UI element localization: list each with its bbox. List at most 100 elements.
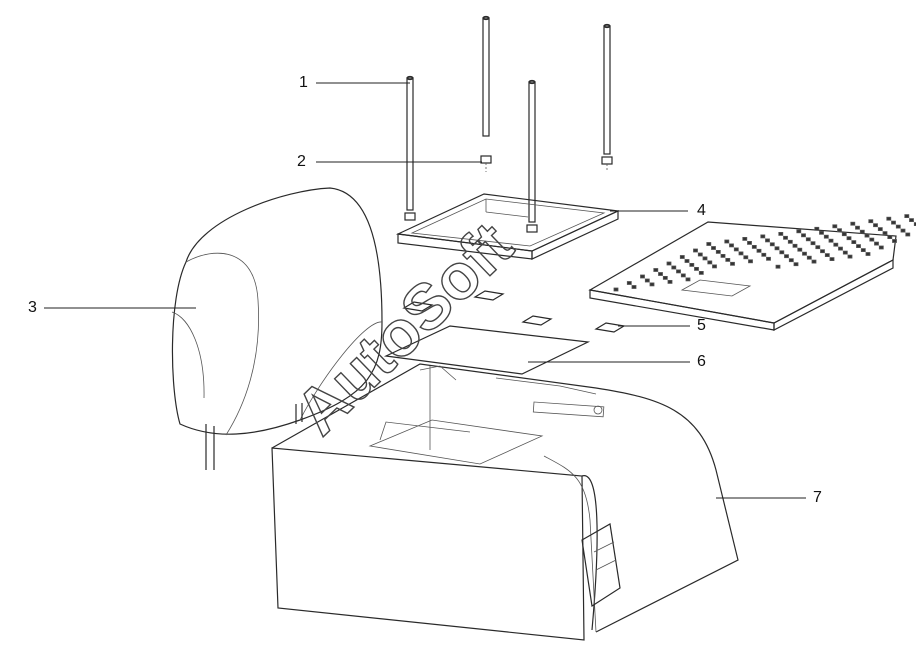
rod — [406, 77, 414, 211]
mat-hole — [810, 241, 816, 246]
mat-hole — [841, 232, 847, 237]
mat-hole — [829, 257, 835, 262]
mat-hole — [751, 244, 757, 249]
mat-hole — [742, 236, 748, 241]
rod — [528, 81, 536, 223]
callout-number-3: 3 — [28, 299, 37, 316]
bushing — [480, 155, 492, 164]
callout-number-7: 7 — [813, 489, 822, 506]
pad — [402, 301, 434, 312]
mat-hole — [680, 273, 686, 278]
mat-hole — [833, 242, 839, 247]
mat-hole — [904, 214, 910, 219]
mat-hole — [856, 244, 861, 249]
mat-hole — [626, 281, 632, 285]
mat-hole — [662, 275, 668, 280]
mat-hole — [694, 266, 699, 271]
mat-hole — [715, 249, 721, 254]
mat-hole — [711, 246, 716, 250]
mat-hole — [788, 258, 794, 263]
mat-hole — [851, 240, 857, 245]
mat-hole — [631, 285, 637, 289]
mat-hole — [873, 223, 878, 228]
mat-hole — [801, 233, 806, 238]
mat-hole — [644, 278, 650, 283]
perforated-mat — [588, 214, 916, 331]
mat-hole — [743, 255, 749, 260]
mat-hole — [796, 229, 802, 234]
mat-hole — [868, 219, 874, 224]
mat-hole — [720, 253, 726, 258]
mat-hole — [666, 261, 672, 266]
mat-hole — [747, 240, 752, 245]
mat-hole — [811, 259, 817, 264]
mat-hole — [887, 235, 893, 240]
mat-hole — [909, 218, 914, 223]
bushing — [526, 224, 538, 233]
mat-hole — [748, 259, 753, 264]
mat-hole — [837, 228, 842, 233]
mat-hole — [667, 279, 673, 284]
mat-hole — [761, 252, 767, 257]
mat-hole — [793, 262, 799, 267]
armrest-box — [271, 363, 739, 641]
mat-hole — [819, 230, 824, 235]
mat-hole — [900, 228, 906, 233]
mat-hole — [874, 241, 879, 246]
mat-hole — [697, 252, 703, 257]
mat-hole — [860, 248, 866, 253]
mat-hole — [838, 246, 843, 251]
mat-hole — [832, 224, 838, 229]
pad — [473, 290, 505, 301]
mat-hole — [698, 270, 704, 275]
mat-hole — [842, 250, 848, 255]
mat-hole — [778, 231, 784, 236]
mat-hole — [855, 225, 860, 230]
watermark-logo: AutoSoft — [281, 208, 527, 449]
mat-hole — [640, 274, 645, 279]
mat-hole — [864, 233, 870, 238]
mat-hole — [685, 277, 691, 282]
mat-hole — [733, 247, 739, 252]
mat-hole — [760, 234, 766, 239]
mat-hole — [693, 248, 698, 253]
mat-hole — [724, 239, 730, 244]
mat-hole — [878, 245, 884, 250]
mat-hole — [679, 255, 685, 259]
mat-hole — [905, 232, 911, 237]
bushings — [404, 155, 613, 233]
svg-text:AutoSoft: AutoSoft — [282, 209, 526, 448]
pad — [594, 322, 626, 333]
mat-hole — [805, 237, 811, 242]
rod — [482, 17, 490, 137]
mat-hole — [725, 257, 731, 262]
mat-hole — [784, 254, 789, 259]
callout-number-6: 6 — [697, 353, 706, 370]
mat-hole — [823, 234, 829, 239]
tray-frame — [395, 193, 621, 260]
mat-hole — [814, 226, 820, 231]
mat-hole — [706, 242, 712, 246]
mat-hole — [846, 236, 852, 241]
mat-hole — [653, 268, 659, 272]
callout-number-1: 1 — [299, 74, 308, 91]
mat-hole — [765, 238, 770, 243]
mat-hole — [775, 264, 781, 269]
mat-hole — [689, 262, 695, 267]
mat-hole — [766, 256, 771, 261]
headrest — [171, 187, 383, 470]
mat-hole — [779, 250, 785, 255]
callout-number-5: 5 — [697, 317, 706, 334]
mat-hole — [882, 231, 888, 236]
mat-hole — [913, 222, 916, 227]
mat-hole — [783, 235, 788, 240]
mat-hole — [702, 256, 708, 261]
mat-hole — [684, 259, 690, 263]
mat-hole — [877, 227, 883, 232]
mat-hole — [729, 243, 734, 248]
mat-hole — [712, 264, 717, 269]
mat-hole — [824, 253, 830, 258]
mat-hole — [869, 237, 875, 242]
mat-hole — [613, 287, 619, 292]
